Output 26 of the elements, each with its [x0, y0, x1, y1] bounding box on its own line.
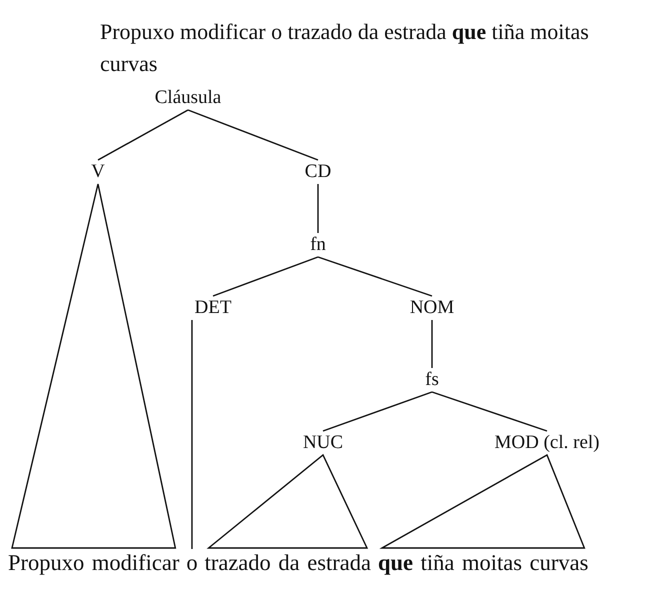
branch-line [188, 109, 318, 161]
triangle [11, 183, 176, 549]
tree-label: fs [425, 369, 439, 391]
tree-label: NOM [410, 297, 454, 319]
tree-label: V [91, 161, 105, 183]
tree-label: Cláusula [154, 87, 222, 109]
branch-line [191, 320, 193, 549]
branch-line [322, 391, 432, 432]
sentence-words: o [186, 550, 198, 576]
tree-label: MOD (cl. rel) [494, 432, 600, 454]
tree-label: NUC [302, 432, 344, 454]
branch-line [432, 391, 548, 432]
title: Propuxo modificar o trazado da estrada que tiña moitas curvas [100, 18, 590, 78]
tree-label: fn [310, 234, 326, 256]
tree-label: CD [304, 161, 332, 183]
branch-line [212, 256, 318, 297]
sentence-words: que tiña moitas curvas [378, 550, 588, 576]
tree-label: DET [194, 297, 232, 319]
triangle [379, 454, 586, 549]
sentence-words: trazado da estrada [204, 550, 371, 576]
sentence-words: Propuxo modificar [8, 550, 180, 576]
branch-line [431, 320, 433, 368]
branch-line [318, 256, 432, 297]
branch-line [317, 184, 319, 233]
branch-line [98, 109, 188, 161]
triangle [206, 454, 368, 549]
